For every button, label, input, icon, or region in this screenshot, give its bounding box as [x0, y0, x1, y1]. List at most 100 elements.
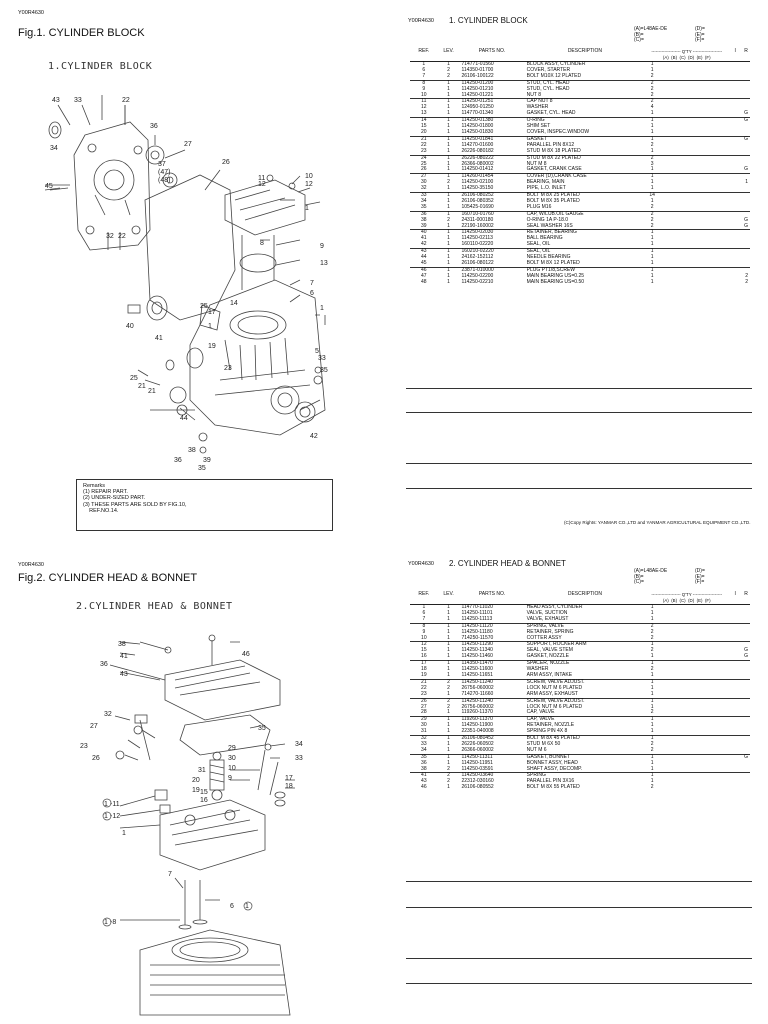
remark-code-cell: [742, 154, 750, 162]
ref-cell: 1: [422, 61, 426, 67]
parts-no-cell: 26366-080002: [461, 160, 494, 167]
qty-a-cell: 1: [645, 248, 660, 256]
qty-a-cell: 2: [650, 709, 654, 716]
qty-a-cell: 2: [650, 784, 654, 791]
description-cell: SCREW, VALVE ADJUST.: [524, 678, 646, 686]
doc-id: Y00R4630: [18, 10, 44, 16]
ref-cell: 33: [421, 740, 427, 747]
parts-no-cell: 119260-11370: [459, 716, 525, 724]
remark-code-cell: [742, 641, 750, 649]
description-cell: CAP, VALVE: [526, 709, 555, 716]
description-cell: STUD M 8X 18 PLATED: [526, 147, 581, 154]
parts-no-cell: 114250-35150: [461, 185, 494, 192]
svg-text:10: 10: [228, 765, 236, 772]
qty-a-cell: 2: [650, 141, 654, 148]
qty-a-cell: 1: [645, 772, 660, 780]
ref-cell: 26: [421, 166, 427, 173]
svg-text:25: 25: [130, 375, 138, 382]
svg-text:13: 13: [320, 260, 328, 267]
parts-no-cell: 119260-11370: [461, 709, 493, 716]
col-parts-no: PARTS NO.: [459, 591, 525, 605]
description-cell: SPRING, VALVE: [524, 622, 646, 630]
lev-cell: 1: [447, 141, 450, 148]
svg-text:46: 46: [242, 651, 250, 658]
ref-cell: 23: [421, 690, 427, 697]
copyright-notice: (C)Copy Rights: YANMAR CO.,LTD and YANMA…: [564, 520, 751, 525]
svg-text:25: 25: [200, 303, 208, 310]
lev-cell: 1: [447, 666, 450, 673]
ref-cell: 6: [422, 66, 426, 73]
remarks-box: Remarks (1) REPAIR PART. (2) UNDER-SIZED…: [76, 479, 333, 531]
svg-text:35: 35: [258, 725, 266, 732]
lev-cell: 1: [437, 753, 460, 761]
parts-no-cell: 114250-02113: [461, 235, 493, 242]
svg-text:40: 40: [126, 323, 134, 330]
parts-no-cell: 114250-11340: [461, 647, 493, 654]
parts-no-cell: 114250-11240: [459, 678, 525, 686]
lev-cell: 1: [437, 248, 460, 256]
ref-cell: 9: [422, 85, 426, 92]
qty-a-cell: 2: [645, 622, 660, 630]
section-title: 1. CYLINDER BLOCK: [449, 16, 528, 25]
ref-cell: 30: [421, 722, 427, 729]
section-title: 2. CYLINDER HEAD & BONNET: [449, 559, 566, 568]
svg-text:27: 27: [90, 723, 98, 730]
parts-no-cell: 160710-01760: [459, 210, 525, 218]
parts-table: REF. LEV. PARTS NO. DESCRIPTION --------…: [410, 591, 750, 791]
lev-cell: 1: [447, 647, 450, 654]
remark-code-cell: [742, 734, 750, 742]
lev-cell: 1: [447, 128, 450, 135]
parts-no-cell: 114250-11290: [459, 641, 525, 649]
svg-text:16: 16: [200, 797, 208, 804]
ref-cell: 31: [421, 728, 427, 735]
col-i: I: [728, 591, 743, 605]
svg-text:27: 27: [184, 141, 192, 148]
parts-no-cell: 114250-11240: [459, 697, 525, 705]
svg-text:33: 33: [74, 97, 82, 104]
parts-no-cell: 22190-160002: [461, 222, 494, 229]
divider: [406, 488, 752, 489]
description-cell: RETAINER, SPRING: [526, 628, 574, 635]
svg-text:9: 9: [320, 243, 324, 250]
svg-text:32: 32: [104, 711, 112, 718]
col-r: R: [742, 591, 750, 605]
lev-cell: 1: [447, 615, 450, 622]
parts-no-cell: 714771-01560: [461, 61, 494, 67]
description-cell: LOCK NUT M 6 PLATED: [526, 684, 583, 691]
description-cell: SHAFT ASSY, DECOMP.: [526, 765, 583, 772]
ref-cell: 38: [421, 765, 427, 772]
parts-no-cell: 114250-03591: [461, 765, 494, 772]
lev-cell: 1: [437, 98, 460, 106]
lev-cell: 2: [447, 216, 450, 223]
ref-cell: 6: [422, 609, 426, 616]
qty-a-cell: 1: [650, 197, 654, 204]
ref-cell: 9: [422, 628, 426, 635]
ref-cell: 34: [421, 197, 427, 204]
qty-a-cell: 2: [645, 210, 660, 218]
qty-a-cell: 1: [650, 179, 654, 186]
svg-text:8: 8: [260, 240, 264, 247]
remark-code-cell: [742, 785, 750, 791]
qty-a-cell: 1: [650, 61, 654, 67]
ref-cell: 30: [421, 179, 427, 186]
remark-code-cell: [742, 266, 750, 274]
qty-a-cell: 1: [650, 260, 654, 266]
col-parts-no: PARTS NO.: [459, 48, 525, 62]
description-cell: GASKET, CYL. HEAD: [526, 110, 576, 117]
lev-cell: 1: [447, 91, 450, 98]
parts-no-cell: 114250-11113: [461, 615, 493, 622]
qty-a-cell: 3: [650, 160, 654, 167]
remark-code-cell: [742, 678, 750, 686]
description-cell: BEARING, MAIN: [526, 179, 565, 186]
lev-cell: 1: [437, 79, 460, 87]
parts-no-cell: 26106-080452: [459, 734, 525, 742]
